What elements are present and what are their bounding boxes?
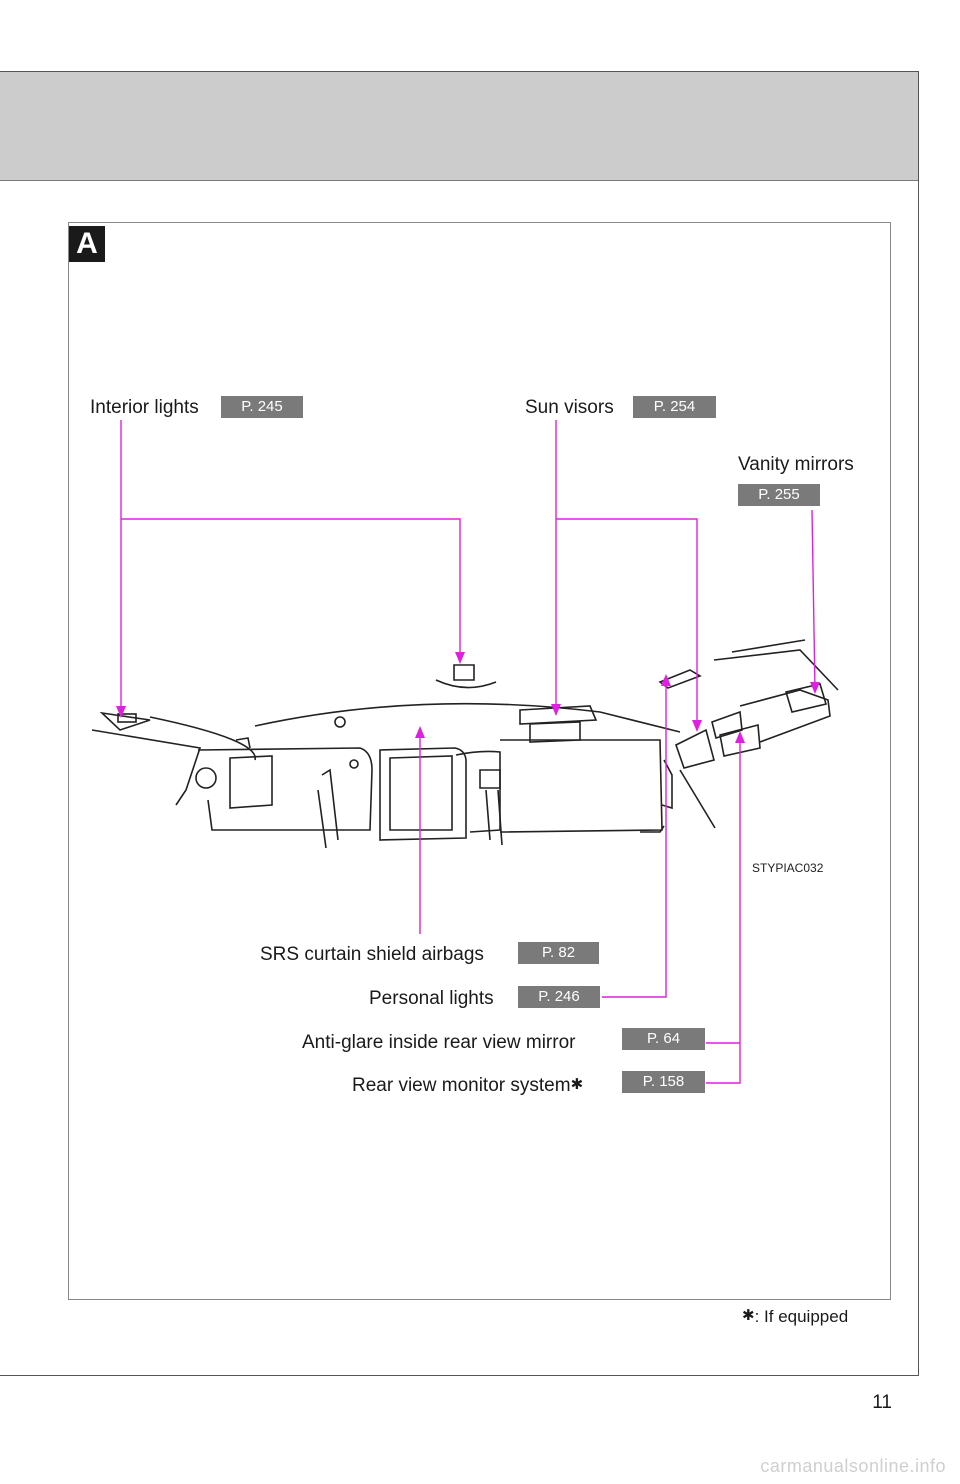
interior-lights-page-ref[interactable]: P. 245 (221, 396, 303, 418)
footnote-asterisk: ✱ (742, 1307, 755, 1324)
srs-curtain-page-ref[interactable]: P. 82 (518, 942, 599, 964)
vanity-mirrors-label: Vanity mirrors (738, 454, 854, 475)
rear-view-monitor-text: Rear view monitor system (352, 1075, 571, 1096)
callout-arrowheads (116, 652, 820, 743)
sun-visors-label: Sun visors (525, 397, 614, 418)
if-equipped-asterisk: ✱ (570, 1076, 584, 1093)
rear-view-monitor-page-ref[interactable]: P. 158 (622, 1071, 705, 1093)
vanity-mirrors-page-ref[interactable]: P. 255 (738, 484, 820, 506)
footnote: ✱: If equipped (742, 1306, 848, 1327)
callout-lines (120, 420, 816, 1084)
personal-lights-label: Personal lights (369, 988, 494, 1009)
personal-lights-page-ref[interactable]: P. 246 (518, 986, 600, 1008)
sun-visors-page-ref[interactable]: P. 254 (633, 396, 716, 418)
car-interior-drawing (91, 639, 839, 849)
srs-curtain-label: SRS curtain shield airbags (260, 944, 484, 965)
footnote-text: : If equipped (754, 1307, 849, 1326)
interior-lights-label: Interior lights (90, 397, 199, 418)
anti-glare-page-ref[interactable]: P. 64 (622, 1028, 705, 1050)
header-band (0, 72, 918, 181)
section-tag: A (69, 226, 105, 262)
rear-view-monitor-label: Rear view monitor system✱ (352, 1074, 583, 1097)
watermark: carmanualsonline.info (760, 1456, 946, 1476)
anti-glare-label: Anti-glare inside rear view mirror (302, 1032, 576, 1053)
illustration-panel (68, 222, 891, 1300)
page-number: 11 (872, 1392, 892, 1413)
page-frame (0, 71, 919, 1376)
illustration-code: STYPIAC032 (752, 861, 824, 875)
